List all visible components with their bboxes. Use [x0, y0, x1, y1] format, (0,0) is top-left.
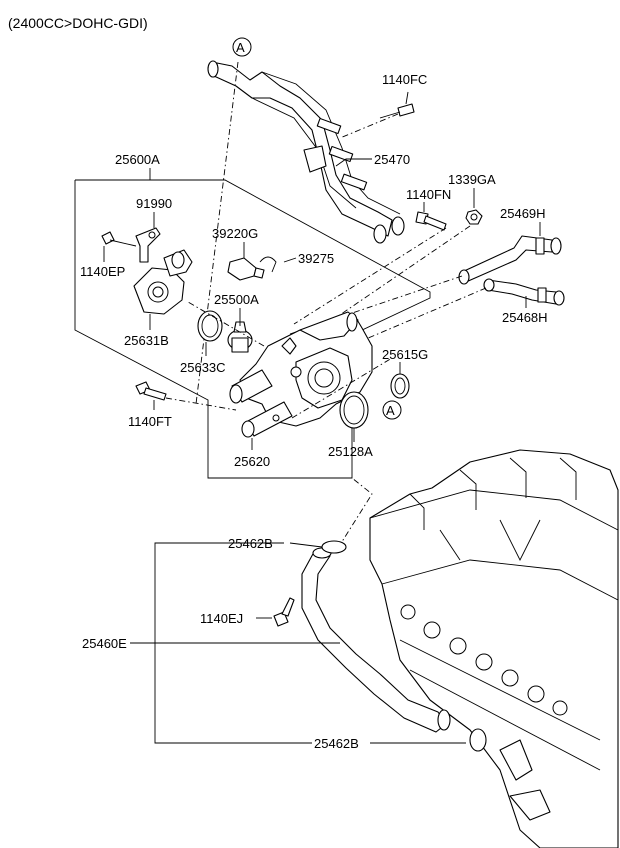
label-1140ej: 1140EJ [200, 611, 243, 626]
thermostat-25500a [227, 321, 253, 353]
svg-text:A: A [386, 403, 395, 418]
bolt-1140fn [415, 211, 447, 231]
fitting-25631b [133, 249, 193, 315]
bolt-1140ep [101, 231, 137, 247]
label-1339ga: 1339GA [448, 172, 496, 187]
label-91990: 91990 [136, 196, 172, 211]
label-25500a: 25500A [214, 292, 259, 307]
housing-25620 [229, 311, 373, 438]
label-25470: 25470 [374, 152, 410, 167]
ref-marker-a-bottom: A [382, 400, 402, 420]
label-1140ft: 1140FT [128, 414, 172, 429]
label-25468h: 25468H [502, 310, 548, 325]
o-ring-25462b-bottom [469, 728, 487, 752]
nut-1339ga [465, 209, 483, 225]
upper-water-pipe [207, 60, 405, 244]
hose-25469h [458, 235, 562, 285]
label-25462b-bottom: 25462B [314, 736, 359, 751]
bolt-1140ft [135, 381, 167, 401]
clip-39275 [259, 256, 277, 273]
label-25615g: 25615G [382, 347, 428, 362]
label-39275: 39275 [298, 251, 334, 266]
label-1140fn: 1140FN [406, 187, 451, 202]
label-25462b-top: 25462B [228, 536, 273, 551]
sensor-39220g [227, 257, 265, 281]
label-25631b: 25631B [124, 333, 169, 348]
label-25600a: 25600A [115, 152, 160, 167]
label-39220g: 39220G [212, 226, 258, 241]
hose-25468h [483, 278, 565, 306]
bolt-1140ej [273, 597, 295, 627]
ref-marker-a-top: A [232, 37, 252, 57]
bracket-91990 [135, 227, 161, 263]
label-1140fc: 1140FC [382, 72, 427, 87]
engine-spec-title: (2400CC>DOHC-GDI) [8, 15, 148, 31]
label-25460e: 25460E [82, 636, 127, 651]
label-25620: 25620 [234, 454, 270, 469]
label-1140ep: 1140EP [80, 264, 125, 279]
bolt-1140fc [379, 91, 415, 119]
ref-a-top-dash [195, 61, 239, 405]
o-ring-25462b-top [321, 540, 347, 554]
label-25469h: 25469H [500, 206, 546, 221]
label-25633c: 25633C [180, 360, 226, 375]
label-25128a: 25128A [328, 444, 373, 459]
svg-text:A: A [236, 40, 245, 55]
engine-block [369, 449, 619, 848]
